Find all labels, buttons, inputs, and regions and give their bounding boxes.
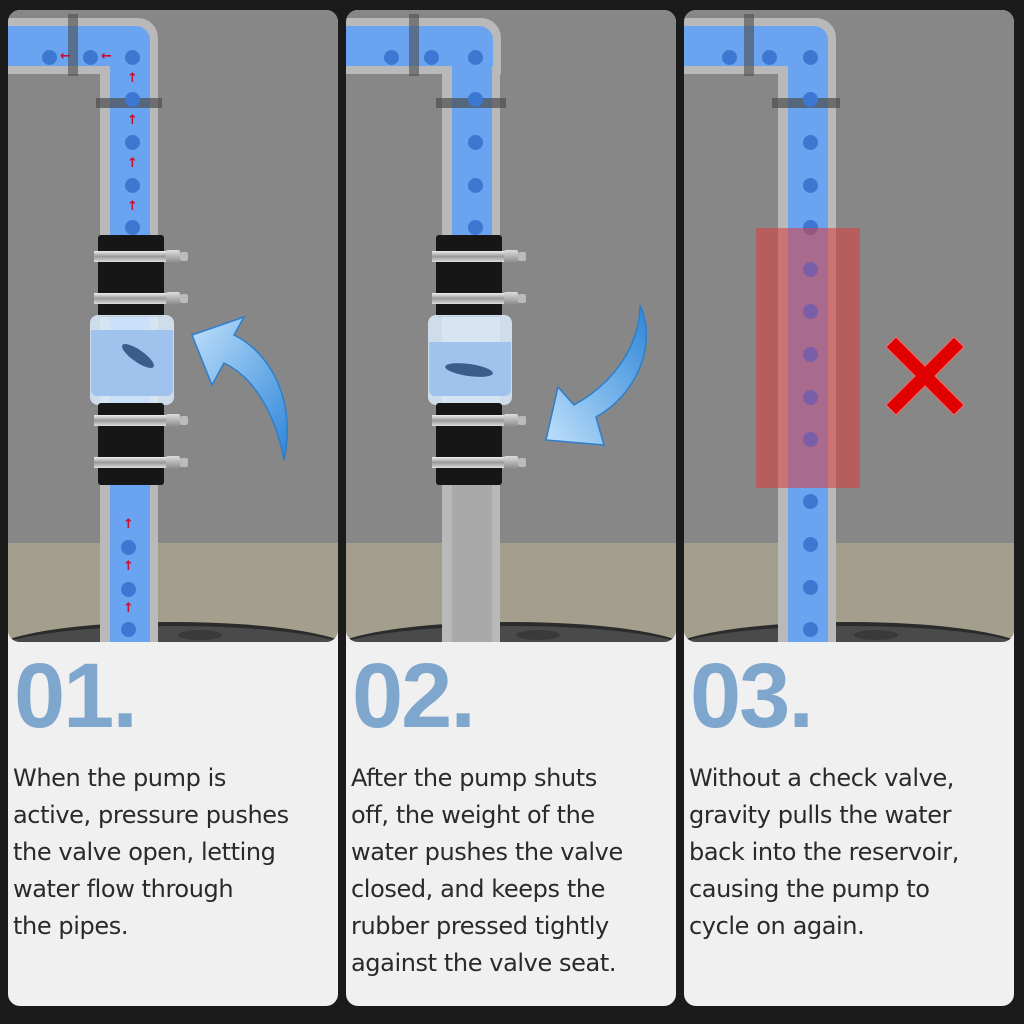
water-dot xyxy=(722,50,737,65)
water-dot xyxy=(121,540,136,555)
water-dot xyxy=(803,432,818,447)
water-dot xyxy=(125,220,140,235)
sump-basin xyxy=(8,622,338,642)
water-dot xyxy=(803,390,818,405)
step-panel-1: ← ← ↑ ↑ ↑ ↑ ↑ ↑ ↑ 01. When the pump is a… xyxy=(8,10,338,1006)
water-dot xyxy=(803,262,818,277)
step-panel-2: 02. After the pump shuts off, the weight… xyxy=(346,10,676,1006)
flow-arrow-up-icon: ↑ xyxy=(123,517,134,532)
flow-arrow-up-icon: ↑ xyxy=(127,71,138,86)
step-number: 03. xyxy=(690,645,814,747)
check-valve-open xyxy=(90,315,174,405)
water-dot xyxy=(125,178,140,193)
basin-drain xyxy=(516,630,560,640)
water-dot xyxy=(424,50,439,65)
step-description: Without a check valve, gravity pulls the… xyxy=(689,764,959,940)
basin-drain xyxy=(178,630,222,640)
down-curved-arrow-icon xyxy=(545,305,648,446)
pipe-bracket xyxy=(68,14,78,76)
water-dot xyxy=(468,92,483,107)
water-dot xyxy=(803,50,818,65)
step-number: 01. xyxy=(14,645,138,747)
water-dot xyxy=(468,220,483,235)
step-description: After the pump shuts off, the weight of … xyxy=(351,764,623,977)
water-dot xyxy=(121,582,136,597)
rubber-coupler-bottom xyxy=(94,403,188,485)
water-dot xyxy=(803,580,818,595)
water-dot xyxy=(762,50,777,65)
flow-arrow-up-icon: ↑ xyxy=(127,156,138,171)
rubber-coupler-top xyxy=(432,235,526,317)
up-curved-arrow-icon xyxy=(191,315,288,461)
flow-arrow-left-icon: ← xyxy=(60,49,71,64)
check-valve-closed xyxy=(428,315,512,405)
step-panel-3: 03. Without a check valve, gravity pulls… xyxy=(684,10,1014,1006)
red-x-icon xyxy=(885,336,965,416)
rubber-coupler-bottom xyxy=(432,403,526,485)
water-dot xyxy=(803,622,818,637)
water-dot xyxy=(384,50,399,65)
water-dot xyxy=(803,537,818,552)
flow-arrow-up-icon: ↑ xyxy=(127,199,138,214)
water-dot xyxy=(42,50,57,65)
illustration-no-check-valve xyxy=(684,10,1014,642)
flow-arrow-left-icon: ← xyxy=(101,49,112,64)
step-number: 02. xyxy=(352,645,476,747)
sump-basin xyxy=(684,622,1014,642)
illustration-pump-off xyxy=(346,10,676,642)
rubber-coupler-top xyxy=(94,235,188,317)
water-dot xyxy=(803,494,818,509)
water-dot xyxy=(803,135,818,150)
water-dot xyxy=(125,50,140,65)
water-dot xyxy=(468,50,483,65)
water-dot xyxy=(468,135,483,150)
step-description: When the pump is active, pressure pushes… xyxy=(13,764,289,940)
pipe-bracket xyxy=(409,14,419,76)
pipe-bracket xyxy=(744,14,754,76)
water-dot xyxy=(803,347,818,362)
sump-basin xyxy=(346,622,676,642)
water-dot xyxy=(83,50,98,65)
water-dot xyxy=(468,178,483,193)
flow-arrow-up-icon: ↑ xyxy=(127,113,138,128)
flow-arrow-up-icon: ↑ xyxy=(123,601,134,616)
flow-arrow-up-icon: ↑ xyxy=(123,559,134,574)
illustration-pump-active: ← ← ↑ ↑ ↑ ↑ ↑ ↑ ↑ xyxy=(8,10,338,642)
water-dot xyxy=(121,622,136,637)
basin-drain xyxy=(854,630,898,640)
water-dot xyxy=(803,304,818,319)
water-dot xyxy=(803,178,818,193)
empty-pipe-section xyxy=(452,480,492,642)
water-dot xyxy=(125,92,140,107)
water-dot xyxy=(803,92,818,107)
water-dot xyxy=(125,135,140,150)
